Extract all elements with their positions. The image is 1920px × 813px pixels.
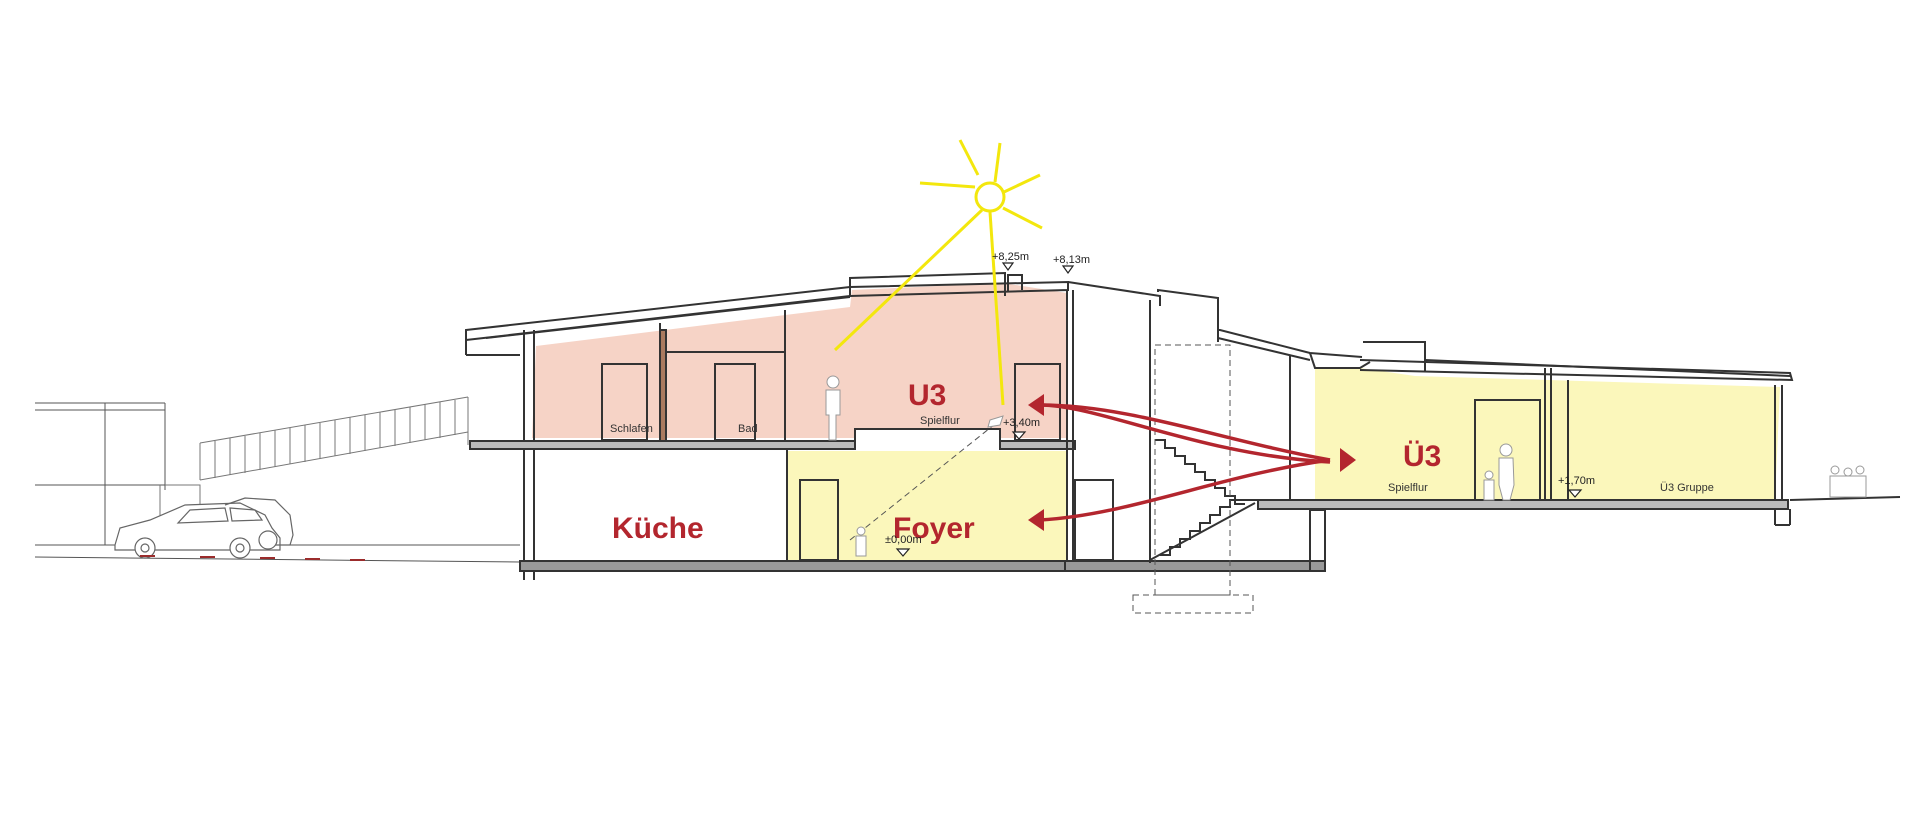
level-upper-floor: +3,40m <box>1003 417 1040 429</box>
room-label-ue3: Ü3 <box>1403 440 1441 473</box>
level-triangle-icon <box>895 262 1583 557</box>
level-ridge-low: +8,13m <box>1053 254 1090 266</box>
u3-zone-fill <box>532 283 1067 438</box>
level-ue3-floor: +1,70m <box>1558 475 1595 487</box>
room-label-schlafen: Schlafen <box>610 423 653 435</box>
stair-shaft-outline <box>849 344 1254 614</box>
room-label-spielflur-u3: Spielflur <box>920 415 960 427</box>
arrow-heads <box>1028 394 1356 531</box>
person-silhouette-icon <box>825 375 1867 557</box>
arrow-icon <box>1039 403 1331 522</box>
room-label-spielflur-ue3: Spielflur <box>1388 482 1428 494</box>
ue3-zone-fill <box>1315 368 1780 500</box>
room-label-u3: U3 <box>908 379 946 412</box>
room-label-bad: Bad <box>738 423 758 435</box>
arrow-head-u3-icon <box>1028 394 1044 416</box>
level-ground-floor: ±0,00m <box>885 534 922 546</box>
arrow-head-foyer-icon <box>1028 509 1044 531</box>
arrow-head-ue3-icon <box>1340 448 1356 472</box>
foyer-zone-fill <box>787 451 1067 561</box>
ground-road-marking <box>140 555 365 561</box>
building-structure <box>465 271 1901 580</box>
room-label-foyer: Foyer <box>893 512 975 545</box>
car-icon <box>114 497 294 559</box>
room-label-kueche: Küche <box>612 512 704 545</box>
room-label-ue3-gruppe: Ü3 Gruppe <box>1660 482 1714 494</box>
level-ridge-high: +8,25m <box>992 251 1029 263</box>
sun-icon <box>833 139 1043 406</box>
